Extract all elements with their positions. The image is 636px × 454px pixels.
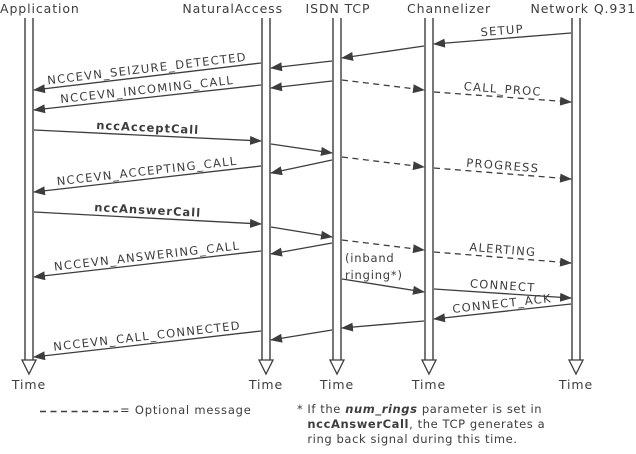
message-relay-arrow: [341, 278, 425, 295]
legend-label: = Optional message: [120, 403, 252, 417]
dashed-line-sample: [40, 410, 118, 413]
time-arrow-app: [20, 359, 38, 376]
time-label-isdn: Time: [319, 377, 355, 392]
inband-note-line2: ringing*): [345, 268, 403, 282]
message-labels-group: SETUPNCCEVN_SEIZURE_DETECTEDCALL_PROCNCC…: [46, 22, 552, 354]
message-arrow-nccevn_answering_call: [33, 250, 262, 281]
footnote-line1-pre: If the: [307, 402, 346, 416]
message-relay-arrow: [341, 45, 425, 61]
footnote-ncc-answer-call: nccAnswerCall: [307, 417, 410, 431]
footnote-asterisk-note: *If the num_rings parameter is set in nc…: [297, 402, 545, 447]
message-label-setup: SETUP: [480, 22, 524, 39]
message-label-nccevn_accepting_call: NCCEVN_ACCEPTING_CALL: [56, 154, 238, 189]
message-arrow-connect_ack: [433, 303, 572, 323]
footnote-line1-post: parameter is set in: [417, 402, 543, 416]
time-label-app: Time: [11, 377, 47, 392]
message-relay-arrow: [270, 242, 333, 257]
message-label-call_proc: CALL_PROC: [463, 79, 542, 99]
time-label-net: Time: [558, 377, 594, 392]
message-arrow-nccevn_seizure_detected: [33, 62, 262, 94]
message-label-progress: PROGRESS: [466, 156, 540, 176]
time-label-na: Time: [248, 377, 284, 392]
message-relay-arrow: [270, 60, 333, 72]
footnote-bullet: *: [297, 402, 304, 416]
message-relay-arrow: [341, 79, 425, 94]
message-relay-arrow: [270, 159, 333, 176]
time-arrow-net: [567, 359, 585, 376]
message-arrow-nccanswercall: [33, 211, 262, 228]
message-arrow-call_proc: [433, 91, 572, 106]
lifelines-group: [20, 18, 585, 376]
footnote-line3: ring back signal during this time.: [307, 432, 518, 446]
lifeline-header-na: NaturalAccess: [182, 1, 283, 16]
message-arrow-nccevn_call_connected: [33, 330, 262, 361]
message-relay-arrow: [270, 80, 333, 92]
lifeline-header-chan: Channelizer: [407, 1, 492, 16]
message-arrow-setup: [433, 32, 572, 48]
message-arrow-nccacceptcall: [33, 129, 262, 145]
messages-group: [33, 32, 572, 361]
lifeline-header-isdn: ISDN TCP: [305, 1, 371, 16]
message-label-nccanswercall: nccAnswerCall: [94, 200, 202, 220]
time-arrow-na: [257, 359, 275, 376]
message-relay-arrow: [341, 239, 425, 254]
message-label-connect: CONNECT: [470, 276, 536, 294]
message-arrow-connect: [433, 288, 572, 302]
inband-note-line1: (inband: [345, 251, 395, 265]
message-relay-arrow: [270, 143, 333, 156]
footnote-num-rings: num_rings: [345, 402, 418, 416]
lifeline-header-net: Network Q.931: [530, 1, 636, 16]
message-relay-arrow: [270, 329, 333, 343]
footnote-line2-post: , the TCP generates a: [409, 417, 546, 431]
message-relay-arrow: [341, 156, 425, 171]
message-arrow-progress: [433, 167, 572, 183]
message-arrow-nccevn_incoming_call: [33, 84, 262, 114]
lifeline-header-app: Application: [0, 1, 80, 16]
message-label-nccacceptcall: nccAcceptCall: [96, 118, 200, 137]
message-relay-arrow: [270, 226, 333, 240]
message-arrow-nccevn_accepting_call: [33, 165, 262, 196]
time-arrow-isdn: [328, 359, 346, 376]
message-arrow-alerting: [433, 251, 572, 267]
time-label-chan: Time: [411, 377, 447, 392]
message-relay-arrow: [341, 320, 425, 332]
time-arrow-chan: [420, 359, 438, 376]
message-label-alerting: ALERTING: [469, 240, 537, 259]
inband-ringing-note: (inband ringing*): [345, 250, 403, 284]
